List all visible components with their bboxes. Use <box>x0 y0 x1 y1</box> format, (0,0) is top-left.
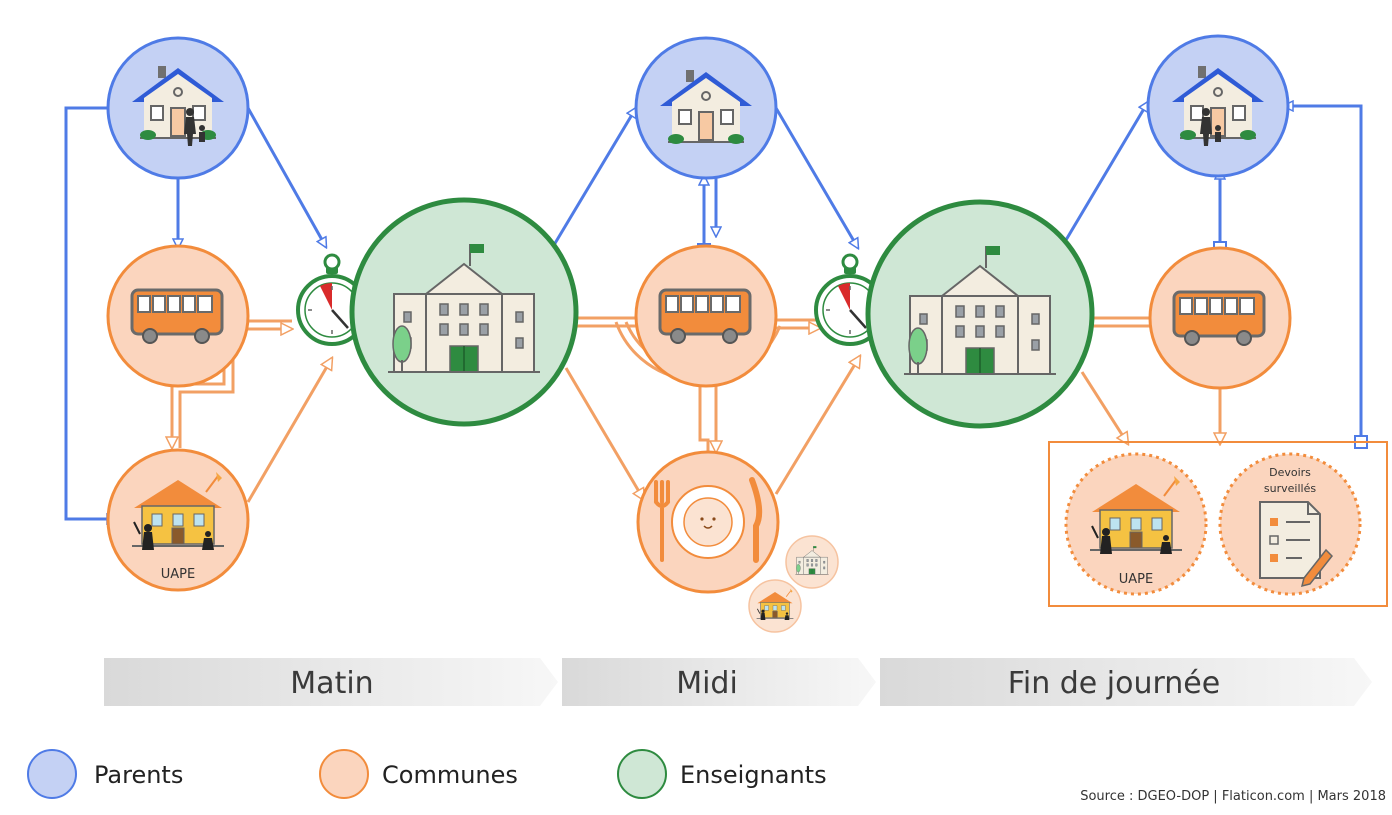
commune-bus-midi <box>634 244 778 388</box>
commune-cantine-midi <box>636 450 780 594</box>
phase-fin-de-journee: Fin de journée <box>1008 666 1220 701</box>
legend-enseignants-swatch <box>617 749 667 799</box>
blue-connectors <box>64 102 1363 519</box>
mini-school-icon <box>785 535 839 589</box>
uape-box-label: UAPE <box>1119 572 1153 587</box>
phase-matin: Matin <box>290 666 373 701</box>
timeline-band-matin <box>104 658 558 706</box>
teachers-school-morning <box>349 197 579 427</box>
source-note: Source : DGEO-DOP | Flaticon.com | Mars … <box>1080 789 1386 804</box>
phase-midi: Midi <box>676 666 738 701</box>
commune-devoirs-evening: Devoirs surveillés <box>1218 452 1362 596</box>
commune-uape-morning: UAPE <box>106 448 250 592</box>
legend: Parents Communes Enseignants <box>27 749 827 799</box>
legend-communes-label: Communes <box>382 761 518 789</box>
devoirs-line1: Devoirs <box>1269 466 1311 479</box>
parents-home-evening <box>1146 34 1290 178</box>
commune-bus-morning <box>106 244 250 388</box>
evening-activities-box <box>1048 441 1388 607</box>
timeline-band-midi <box>562 658 876 706</box>
commune-bus-evening <box>1148 246 1292 390</box>
legend-parents-swatch <box>27 749 77 799</box>
parents-home-midi <box>634 36 778 180</box>
legend-parents-label: Parents <box>94 761 183 789</box>
legend-communes-swatch <box>319 749 369 799</box>
timeline: Matin Midi Fin de journée <box>104 658 1372 706</box>
uape-label: UAPE <box>161 567 195 582</box>
legend-enseignants-label: Enseignants <box>680 761 827 789</box>
timeline-band-fin <box>880 658 1372 706</box>
teachers-school-afternoon <box>865 199 1095 429</box>
parents-home-morning <box>106 36 250 180</box>
commune-uape-evening: UAPE <box>1064 452 1208 596</box>
devoirs-line2: surveillés <box>1264 482 1316 495</box>
mini-uape-icon <box>748 579 802 633</box>
